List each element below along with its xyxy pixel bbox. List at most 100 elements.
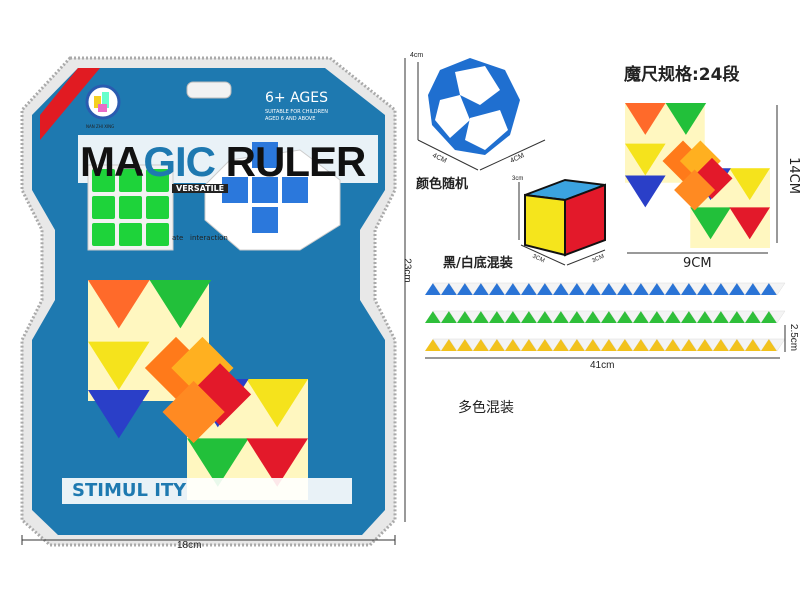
strip-triangle (505, 311, 521, 323)
strip-triangle (697, 311, 713, 323)
strip-triangle (489, 339, 505, 351)
package-height-label: 23cm (401, 258, 413, 283)
strip-triangle (505, 339, 521, 351)
strip-triangle (665, 339, 681, 351)
strip-thickness: 2.5cm (788, 323, 800, 352)
strip-triangle (537, 311, 553, 323)
package-red-corner (40, 68, 100, 140)
strip-triangle (569, 283, 585, 295)
strip-triangle (489, 283, 505, 295)
strip-triangle (553, 283, 569, 295)
ruler-triangle (246, 438, 308, 487)
ball-segment (252, 207, 278, 233)
ruler-triangle (665, 103, 707, 135)
strip-triangle (601, 339, 617, 351)
strip-triangle (745, 311, 761, 323)
ball-segment (252, 177, 278, 203)
title-part-2: GIC (143, 138, 216, 185)
strip-triangle (569, 311, 585, 323)
spec-height: 14CM (785, 157, 800, 194)
strip-triangle (521, 311, 537, 323)
strip-triangle (681, 311, 697, 323)
cube-sticker (92, 223, 115, 246)
rubiks-cube (524, 178, 606, 257)
spec-width: 9CM (683, 256, 712, 271)
strip-triangle (537, 283, 553, 295)
ball-segment (282, 177, 308, 203)
strip-triangle (745, 283, 761, 295)
strip-triangle (473, 283, 489, 295)
cube-sticker (92, 169, 115, 192)
cube-sticker (119, 196, 142, 219)
strip-triangle (633, 339, 649, 351)
spec-title: 魔尺规格:24段 (624, 65, 740, 85)
strip-triangle (425, 339, 441, 351)
ruler-triangle (88, 341, 150, 390)
ruler-triangle (187, 438, 249, 487)
ruler-triangle (246, 379, 308, 428)
ruler-triangle (729, 168, 770, 201)
strip-triangle (697, 339, 713, 351)
green-cube-face (87, 164, 174, 251)
strip-triangle (729, 339, 745, 351)
strip-triangle (633, 283, 649, 295)
ruler-triangle (625, 143, 666, 176)
ruler-triangle (729, 207, 770, 240)
cube-sticker (92, 196, 115, 219)
strip-triangle (521, 339, 537, 351)
strip-triangle (713, 311, 729, 323)
strip-triangle (745, 339, 761, 351)
ball-segment (252, 142, 278, 168)
tagline: VERSATILE (172, 184, 229, 193)
bottom-banner-text: STIMUL ITY (72, 480, 187, 501)
snake-ball-note: 颜色随机 (416, 177, 469, 192)
strip-triangle (649, 283, 665, 295)
ruler-strips (425, 282, 786, 352)
ruler-triangle (88, 390, 150, 439)
ruler-triangle (625, 103, 666, 135)
cube-sticker (119, 223, 142, 246)
strip-triangle (617, 311, 633, 323)
strip-triangle (601, 311, 617, 323)
strip-triangle (457, 283, 473, 295)
strip-triangle (441, 339, 457, 351)
strip-triangle (473, 311, 489, 323)
strip-triangle (729, 311, 745, 323)
age-note-1: SUITABLE FOR CHILDREN (265, 109, 328, 115)
cube-sticker (146, 169, 169, 192)
strip-triangle (553, 339, 569, 351)
spec-ruler-shape (625, 103, 770, 248)
ruler-block (162, 380, 225, 444)
strip-triangle (489, 311, 505, 323)
brand-name: NAN ZHI XING (86, 124, 115, 129)
strip-triangle (761, 311, 777, 323)
strip-triangle (697, 283, 713, 295)
strip-triangle (505, 283, 521, 295)
age-label: 6+ AGES (265, 90, 328, 106)
strip-triangle (768, 282, 786, 296)
ruler-triangle (149, 280, 212, 329)
strip-triangle (681, 339, 697, 351)
feature-1: ate (172, 234, 184, 242)
ruler-block (674, 169, 716, 211)
strip-triangle (713, 339, 729, 351)
strip-triangle (425, 311, 441, 323)
strip-triangle (729, 283, 745, 295)
strip-triangle (441, 311, 457, 323)
strip-triangle (768, 310, 786, 324)
cube-sticker (119, 169, 142, 192)
strip-triangle (665, 283, 681, 295)
cube-sticker (146, 196, 169, 219)
strip-triangle (521, 283, 537, 295)
strip-triangle (761, 283, 777, 295)
bottom-banner (62, 478, 352, 504)
hang-hole (186, 81, 232, 99)
cube-note: 黑/白底混装 (443, 256, 513, 271)
cube-height: 3cm (512, 176, 524, 182)
package-title: MAGIC RULER (80, 138, 366, 186)
snake-ball-height: 4cm (410, 52, 424, 59)
strip-triangle (649, 339, 665, 351)
strip-triangle (585, 283, 601, 295)
strip-triangle (441, 283, 457, 295)
